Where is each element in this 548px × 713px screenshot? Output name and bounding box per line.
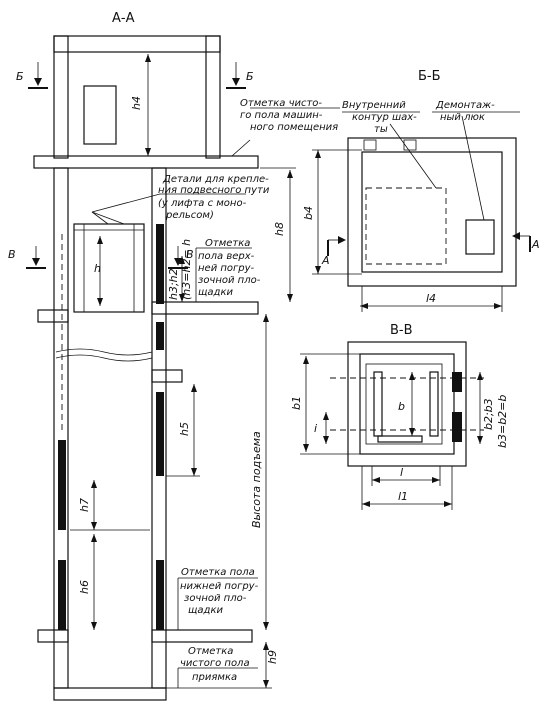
annotation-upper-floor-mark: Отметка пола верх- ней погру- зочной пло… <box>195 238 261 302</box>
dim-b: b <box>398 372 415 436</box>
svg-text:Б: Б <box>246 70 254 83</box>
dim-h8: h8 <box>260 167 296 302</box>
svg-text:h8: h8 <box>273 222 286 236</box>
svg-text:b: b <box>398 400 405 413</box>
annotation-mounting-hatch: Демонтаж- ный люк <box>432 100 520 221</box>
svg-text:Отметка чисто-: Отметка чисто- <box>240 98 322 109</box>
svg-text:Детали для крепле-: Детали для крепле- <box>162 174 269 185</box>
svg-text:h7: h7 <box>78 498 91 512</box>
svg-text:h5: h5 <box>178 422 191 436</box>
cut-mark-a-left: А <box>321 236 346 267</box>
svg-text:h9: h9 <box>266 650 279 664</box>
svg-text:Высота подъема: Высота подъема <box>250 431 263 528</box>
svg-text:Отметка: Отметка <box>188 646 233 657</box>
cabin <box>73 193 161 313</box>
mounting-hatch <box>465 219 495 255</box>
svg-text:h: h <box>94 262 101 275</box>
svg-text:i: i <box>314 422 317 435</box>
dim-b4: b4 <box>302 149 362 275</box>
svg-text:контур шах-: контур шах- <box>352 112 417 123</box>
dim-i: i <box>314 412 329 444</box>
dim-h4: h4 <box>130 54 151 156</box>
lower-floor-slab <box>151 629 253 643</box>
cabin-plan <box>365 363 443 445</box>
svg-text:щадки: щадки <box>188 605 224 616</box>
upper-floor-slab <box>151 301 259 315</box>
svg-text:В: В <box>8 248 16 261</box>
dim-h: h <box>94 236 103 306</box>
dim-l4: l4 <box>360 286 503 312</box>
cut-mark-a-right: А <box>512 232 540 252</box>
svg-text:b3=b2=b: b3=b2=b <box>496 395 509 448</box>
dim-lift-height: Высота подъема <box>250 314 269 630</box>
svg-text:(у лифта с моно-: (у лифта с моно- <box>158 198 247 209</box>
plan-vv <box>330 341 484 467</box>
dim-h9: h9 <box>166 642 279 689</box>
svg-text:(h3=h2= h: (h3=h2= h <box>180 239 193 300</box>
annotation-lower-floor-mark: Отметка пола нижней погру- зочной пло- щ… <box>177 567 259 630</box>
dim-l: l <box>371 466 441 486</box>
svg-text:Внутренний: Внутренний <box>342 100 406 111</box>
svg-text:h4: h4 <box>130 96 143 110</box>
machine-room-door <box>83 85 117 145</box>
svg-text:ного помещения: ного помещения <box>250 122 338 133</box>
svg-text:b1: b1 <box>290 396 303 410</box>
svg-text:ный люк: ный люк <box>440 112 485 123</box>
annotation-machine-room-floor: Отметка чисто- го пола машин- ного помещ… <box>231 98 340 157</box>
svg-text:b2;b3: b2;b3 <box>482 398 495 430</box>
annotation-inner-contour: Внутренний контур шах- ты <box>342 100 437 189</box>
cut-mark-b-right: Б <box>226 62 254 89</box>
svg-text:В: В <box>186 248 194 261</box>
svg-text:b4: b4 <box>302 206 315 220</box>
dim-h7: h7 <box>70 480 150 531</box>
inner-contour <box>365 187 447 265</box>
section-aa-title: А-А <box>112 11 135 26</box>
dim-b2-b3: b2;b3 b3=b2=b <box>477 372 509 448</box>
cut-mark-b-left: Б <box>16 62 48 89</box>
dim-h6: h6 <box>78 534 97 630</box>
svg-text:приямка: приямка <box>192 672 237 683</box>
svg-text:А: А <box>321 254 330 267</box>
svg-text:нижней погру-: нижней погру- <box>180 581 259 592</box>
svg-text:чистого пола: чистого пола <box>180 658 250 669</box>
svg-text:го пола машин-: го пола машин- <box>240 110 323 121</box>
svg-text:зочной пло-: зочной пло- <box>198 275 261 286</box>
svg-text:l: l <box>400 466 403 479</box>
svg-text:l4: l4 <box>426 292 436 305</box>
svg-text:h3;h2: h3;h2 <box>167 268 180 300</box>
svg-text:h6: h6 <box>78 580 91 594</box>
cut-mark-v-left: В <box>8 246 46 269</box>
dim-h5: h5 <box>166 384 200 477</box>
cut-mark-v-right: В <box>168 246 194 269</box>
section-vv-title: В-В <box>390 323 413 338</box>
svg-text:ния подвесного пути: ния подвесного пути <box>158 185 270 196</box>
shaft-walls <box>37 167 259 701</box>
svg-text:зочной пло-: зочной пло- <box>184 593 247 604</box>
plan-bb <box>347 137 517 287</box>
svg-text:l1: l1 <box>398 490 408 503</box>
shaft-doors <box>58 224 164 630</box>
machine-room-floor-slab <box>33 155 259 169</box>
section-bb-title: Б-Б <box>418 69 441 84</box>
svg-text:рельсом): рельсом) <box>165 210 214 221</box>
dim-b1: b1 <box>290 353 360 455</box>
svg-text:А: А <box>531 238 540 251</box>
svg-text:Демонтаж-: Демонтаж- <box>435 100 495 111</box>
svg-text:Отметка пола: Отметка пола <box>181 567 255 578</box>
svg-text:ты: ты <box>374 124 388 135</box>
machine-room <box>33 35 259 169</box>
annotation-pit-floor-mark: Отметка чистого пола приямка <box>177 646 258 688</box>
pit-bottom <box>53 687 167 701</box>
svg-text:пола верх-: пола верх- <box>198 251 255 262</box>
dim-l1: l1 <box>361 466 453 510</box>
svg-text:Б: Б <box>16 70 24 83</box>
annotation-suspension-details: Детали для крепле- ния подвесного пути (… <box>158 174 270 221</box>
svg-text:Отметка: Отметка <box>205 238 250 249</box>
svg-text:щадки: щадки <box>198 287 234 298</box>
dim-h3-h2: h3;h2 (h3=h2= h <box>167 239 193 302</box>
svg-text:ней погру-: ней погру- <box>198 263 255 274</box>
